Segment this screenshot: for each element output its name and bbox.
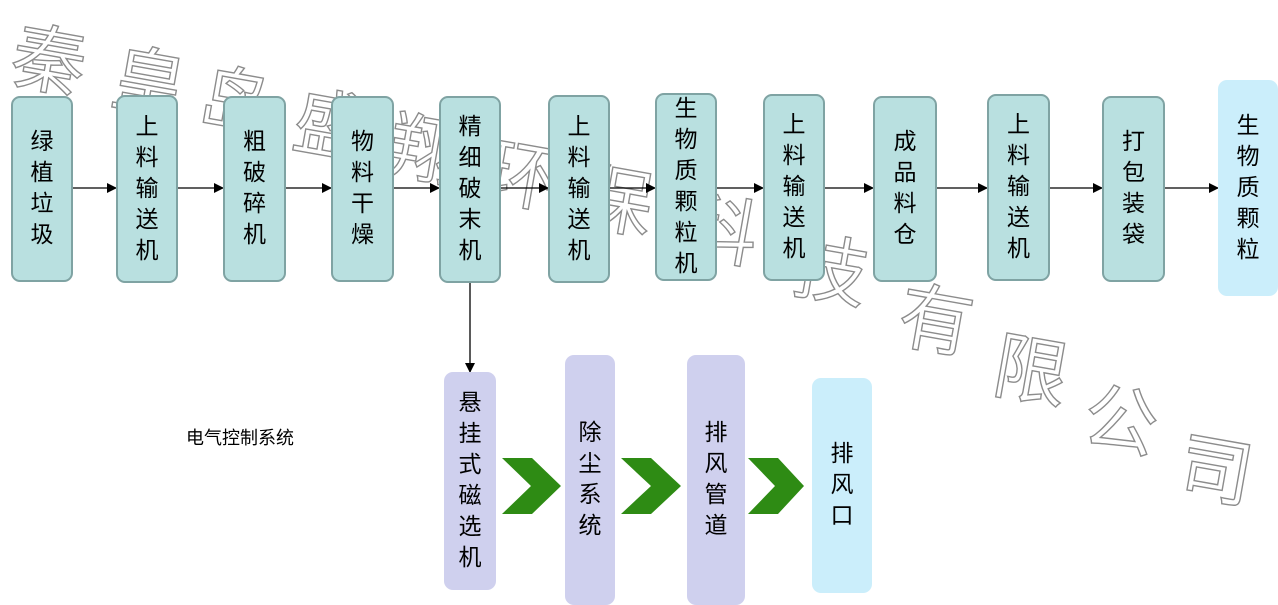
process-box: 上料输送机 [116, 95, 178, 283]
output-box: 生物质颗粒 [1218, 80, 1278, 296]
process-box: 上料输送机 [548, 95, 610, 283]
box-label: 粗破碎机 [243, 129, 266, 248]
box-label: 悬挂式磁选机 [458, 390, 482, 571]
chevron-arrow-1 [502, 458, 561, 514]
output-box-secondary: 排风口 [812, 378, 872, 593]
box-label: 成品料仓 [893, 129, 917, 248]
box-label: 排风口 [830, 441, 854, 529]
watermark-char: 公 [1077, 373, 1165, 471]
process-box: 成品料仓 [873, 96, 937, 282]
box-label: 上料输送机 [782, 112, 806, 262]
watermark-char: 有 [892, 273, 980, 371]
process-box-secondary: 悬挂式磁选机 [444, 372, 496, 590]
watermark-char: 限 [987, 323, 1075, 421]
process-box: 上料输送机 [763, 94, 825, 281]
process-box: 生物质颗粒机 [655, 93, 717, 281]
process-box: 物料干燥 [331, 96, 394, 282]
chevron-group [502, 458, 804, 514]
box-label: 生物质颗粒 [1236, 112, 1260, 263]
box-label: 上料输送机 [135, 113, 159, 264]
process-box: 绿植垃圾 [11, 96, 73, 282]
box-label: 生物质颗粒机 [674, 96, 698, 277]
side-label: 电气控制系统 [186, 428, 294, 449]
watermark-char: 司 [1172, 423, 1260, 521]
process-box: 精细破末机 [439, 96, 501, 283]
process-box-secondary: 排风管道 [687, 355, 745, 605]
process-box: 打包装袋 [1102, 96, 1165, 282]
process-box-secondary: 除尘系统 [565, 355, 615, 605]
box-label: 上料输送机 [1007, 112, 1030, 262]
chevron-arrow-3 [748, 458, 804, 514]
box-label: 打包装袋 [1122, 129, 1145, 248]
box-label: 物料干燥 [351, 129, 374, 248]
box-label: 精细破末机 [458, 114, 482, 264]
box-label: 上料输送机 [567, 113, 591, 264]
box-label: 除尘系统 [578, 420, 602, 539]
box-label: 排风管道 [704, 420, 728, 539]
process-box: 上料输送机 [987, 94, 1050, 281]
box-label: 绿植垃圾 [30, 129, 54, 248]
chevron-arrow-2 [621, 458, 681, 514]
process-box: 粗破碎机 [223, 96, 286, 282]
